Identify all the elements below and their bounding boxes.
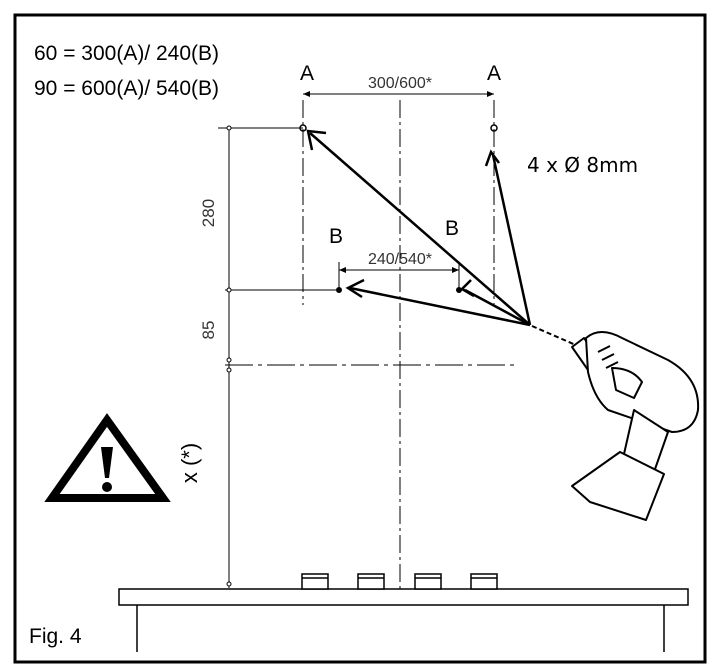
hole-b-right-label: B bbox=[445, 217, 459, 240]
hole-b-right bbox=[456, 287, 462, 293]
legend-line-90: 90 = 600(A)/ 540(B) bbox=[34, 77, 219, 100]
height-x-label: x (*) bbox=[177, 443, 202, 483]
drill-bit bbox=[531, 325, 579, 347]
hole-a-right-label: A bbox=[487, 62, 501, 85]
figure-caption: Fig. 4 bbox=[29, 625, 82, 648]
dim-node-2 bbox=[226, 287, 232, 293]
hole-b-left bbox=[336, 287, 342, 293]
countertop bbox=[118, 588, 689, 606]
warning-icon bbox=[44, 413, 171, 502]
legend-line-60: 60 = 300(A)/ 240(B) bbox=[34, 42, 219, 65]
spacing-a-label: 300/600* bbox=[368, 75, 432, 92]
dim-arrow-b-left bbox=[339, 267, 346, 273]
drill-icon bbox=[571, 331, 700, 521]
dimension-85: 85 bbox=[199, 321, 218, 340]
dim-node-4 bbox=[226, 367, 232, 373]
hole-spec-label: 4 x Ø 8mm bbox=[527, 153, 638, 177]
hob-knobs bbox=[301, 573, 498, 590]
hole-a-right bbox=[490, 124, 498, 132]
hole-b-left-label: B bbox=[329, 225, 343, 248]
dim-arrow-a-left bbox=[303, 91, 310, 97]
spacing-b-label: 240/540* bbox=[368, 251, 432, 268]
dim-arrow-a-right bbox=[487, 91, 494, 97]
dim-arrow-b-right bbox=[452, 267, 459, 273]
dim-node-1 bbox=[226, 125, 232, 131]
drill-arrows bbox=[306, 129, 532, 327]
dimension-280: 280 bbox=[199, 199, 218, 227]
figure-frame bbox=[13, 13, 707, 664]
dim-node-3 bbox=[226, 357, 232, 363]
dim-node-5 bbox=[226, 581, 232, 587]
hole-a-left-label: A bbox=[300, 62, 314, 85]
